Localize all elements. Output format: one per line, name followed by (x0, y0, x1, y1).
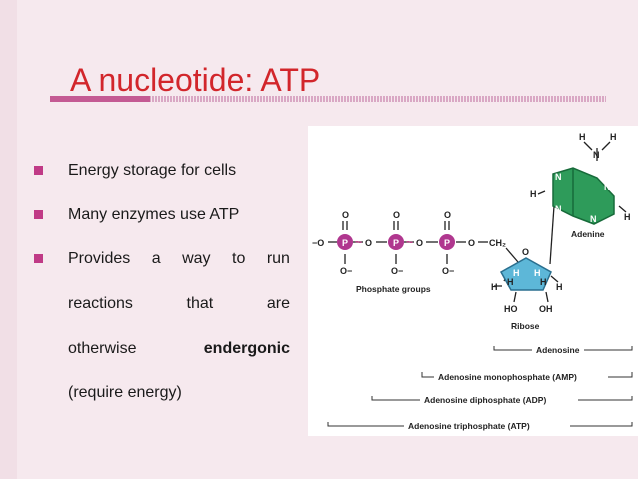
amp-bracket (421, 372, 434, 378)
word: otherwise (68, 340, 137, 357)
amp-bracket (608, 372, 633, 378)
atp-structure-diagram: O O O −O O O O O− O− O− CH₂ O H H H H HO… (308, 126, 638, 436)
nitrogen-atom: N (593, 150, 600, 160)
bullet-text: Energy storage for cells (68, 162, 237, 179)
hydrogen-atom: H (579, 132, 586, 142)
hydrogen-atom: H (534, 268, 541, 278)
bullet-square-icon (34, 254, 43, 263)
oxygen-atom: O (365, 238, 372, 248)
word: are (266, 295, 290, 312)
nitrogen-atom: N (555, 172, 562, 182)
amp-label: Adenosine monophosphate (AMP) (438, 372, 577, 382)
nitrogen-atom: N (604, 182, 611, 192)
word: Provides (68, 250, 131, 267)
hydrogen-atom: H (540, 277, 547, 287)
atp-label: Adenosine triphosphate (ATP) (408, 421, 530, 431)
bullet-text: otherwise endergonic (68, 338, 290, 360)
oxygen-atom: O (393, 210, 400, 220)
bullet-item: Energy storage for cells (34, 160, 290, 182)
bullet-continuation: reactions that are (34, 293, 290, 315)
bold-word: endergonic (203, 340, 290, 357)
hydrogen-atom: H (530, 189, 537, 199)
hydrogen-atom: H (513, 268, 520, 278)
phosphorus-atom: P (444, 238, 450, 248)
atp-structure-svg: O O O −O O O O O− O− O− CH₂ O H H H H HO… (312, 132, 633, 431)
oxygen-atom: O (444, 210, 451, 220)
adenosine-bracket (493, 346, 532, 351)
bullet-text: reactions that are (68, 293, 290, 315)
word: way (182, 250, 211, 267)
hydroxyl-group: OH (539, 304, 553, 314)
bullet-text: (require energy) (68, 384, 182, 401)
bullet-item: Provides a way to run (34, 248, 290, 270)
bullet-square-icon (34, 210, 43, 219)
title-underline (50, 96, 606, 102)
adp-bracket (371, 396, 420, 401)
oxygen-atom: −O (312, 238, 324, 248)
bullet-continuation: (require energy) (34, 382, 290, 404)
word: a (151, 250, 161, 267)
adp-bracket (578, 396, 633, 401)
hydrogen-atom: H (624, 212, 631, 222)
word: to (232, 250, 246, 267)
word: run (266, 250, 290, 267)
oxygen-atom: O (342, 210, 349, 220)
nitrogen-atom: N (590, 214, 597, 224)
phosphorus-atom: P (342, 238, 348, 248)
oxygen-atom: O− (391, 266, 403, 276)
atp-bracket (570, 422, 633, 427)
bullet-text: Provides a way to run (68, 248, 290, 270)
slide-title: A nucleotide: ATP (70, 62, 321, 98)
adenosine-bracket (584, 346, 633, 351)
bullet-text: Many enzymes use ATP (68, 206, 240, 223)
high-energy-bond: ~ (355, 235, 362, 249)
left-accent-bar (0, 0, 17, 479)
word: that (186, 295, 214, 312)
ribose-label: Ribose (511, 321, 540, 331)
oxygen-atom: O− (442, 266, 454, 276)
hydrogen-atom: H (610, 132, 617, 142)
bullet-square-icon (34, 166, 43, 175)
hydrogen-atom: H (507, 277, 514, 287)
bullet-continuation: otherwise endergonic (34, 338, 290, 360)
adenosine-label: Adenosine (536, 345, 580, 355)
adenine-label: Adenine (571, 229, 605, 239)
atp-bracket (327, 422, 404, 427)
hydrogen-atom: H (491, 282, 498, 292)
ring-oxygen: O (522, 247, 529, 257)
phosphate-groups-label: Phosphate groups (356, 284, 431, 294)
nitrogen-atom: N (555, 204, 562, 214)
bullet-item: Many enzymes use ATP (34, 204, 290, 226)
adp-label: Adenosine diphosphate (ADP) (424, 395, 546, 405)
title-underline-accent (50, 96, 150, 102)
hydroxyl-group: HO (504, 304, 518, 314)
bullet-list: Energy storage for cells Many enzymes us… (34, 160, 290, 404)
oxygen-atom: O (416, 238, 423, 248)
hydrogen-atom: H (556, 282, 563, 292)
oxygen-atom: O (468, 238, 475, 248)
oxygen-atom: O− (340, 266, 352, 276)
ch2-group: CH₂ (489, 238, 506, 248)
phosphorus-atom: P (393, 238, 399, 248)
word: reactions (68, 295, 133, 312)
high-energy-bond: ~ (406, 235, 413, 249)
